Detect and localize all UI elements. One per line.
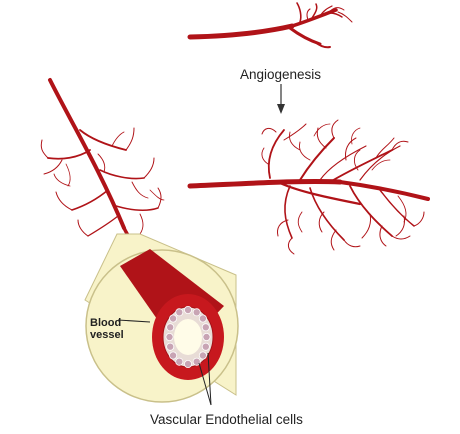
branching-vessel-left [40,78,165,240]
angiogenesis-label: Angiogenesis [240,67,321,82]
vessel-after-angiogenesis [187,119,430,255]
angiogenesis-arrow [277,84,285,114]
blood-vessel-leader [117,319,151,323]
blood-vessel-label-line2: vessel [90,329,124,341]
magnified-view [84,233,239,403]
endothelial-leaders [198,352,212,406]
endothelial-cells-label: Vascular Endothelial cells [150,412,303,427]
vessel-before-angiogenesis [187,2,353,49]
vessel-lumen [174,319,202,355]
endothelial-cell-ring [165,305,211,368]
blood-vessel-label-line1: Blood [90,317,121,329]
